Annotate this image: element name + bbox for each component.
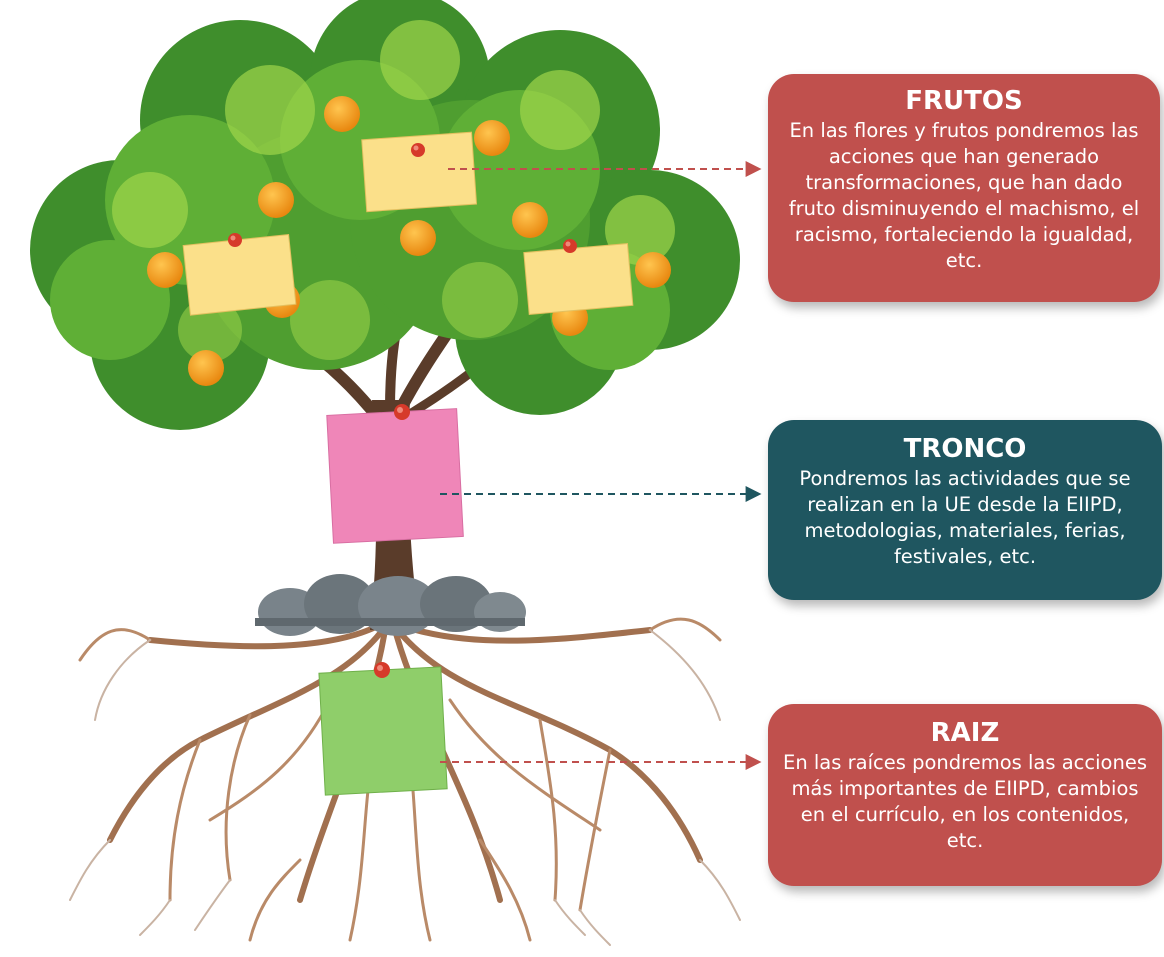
card-body: En las flores y frutos pondremos las acc… [788, 119, 1140, 272]
pushpin-icon [411, 143, 425, 157]
card-title: TRONCO [903, 434, 1027, 464]
pushpin-icon [563, 239, 577, 253]
sticky-note-green [318, 666, 448, 796]
card-title: FRUTOS [905, 86, 1023, 116]
card-tronco: TRONCO Pondremos las actividades que se … [768, 420, 1162, 600]
stones [255, 574, 526, 636]
sticky-note-yellow-left [182, 233, 297, 316]
sticky-note-pink [326, 408, 464, 544]
pushpin-icon [374, 662, 390, 678]
card-title: RAIZ [930, 718, 1000, 748]
sticky-note-yellow-right [523, 243, 634, 315]
tree-roots [69, 617, 741, 946]
card-body: En las raíces pondremos las acciones más… [783, 751, 1147, 852]
card-frutos: FRUTOS En las flores y frutos pondremos … [768, 74, 1160, 302]
card-raiz: RAIZ En las raíces pondremos las accione… [768, 704, 1162, 886]
card-body: Pondremos las actividades que se realiza… [799, 467, 1131, 568]
tree-canopy [30, 0, 740, 430]
pushpin-icon [228, 233, 242, 247]
pushpin-icon [394, 404, 410, 420]
